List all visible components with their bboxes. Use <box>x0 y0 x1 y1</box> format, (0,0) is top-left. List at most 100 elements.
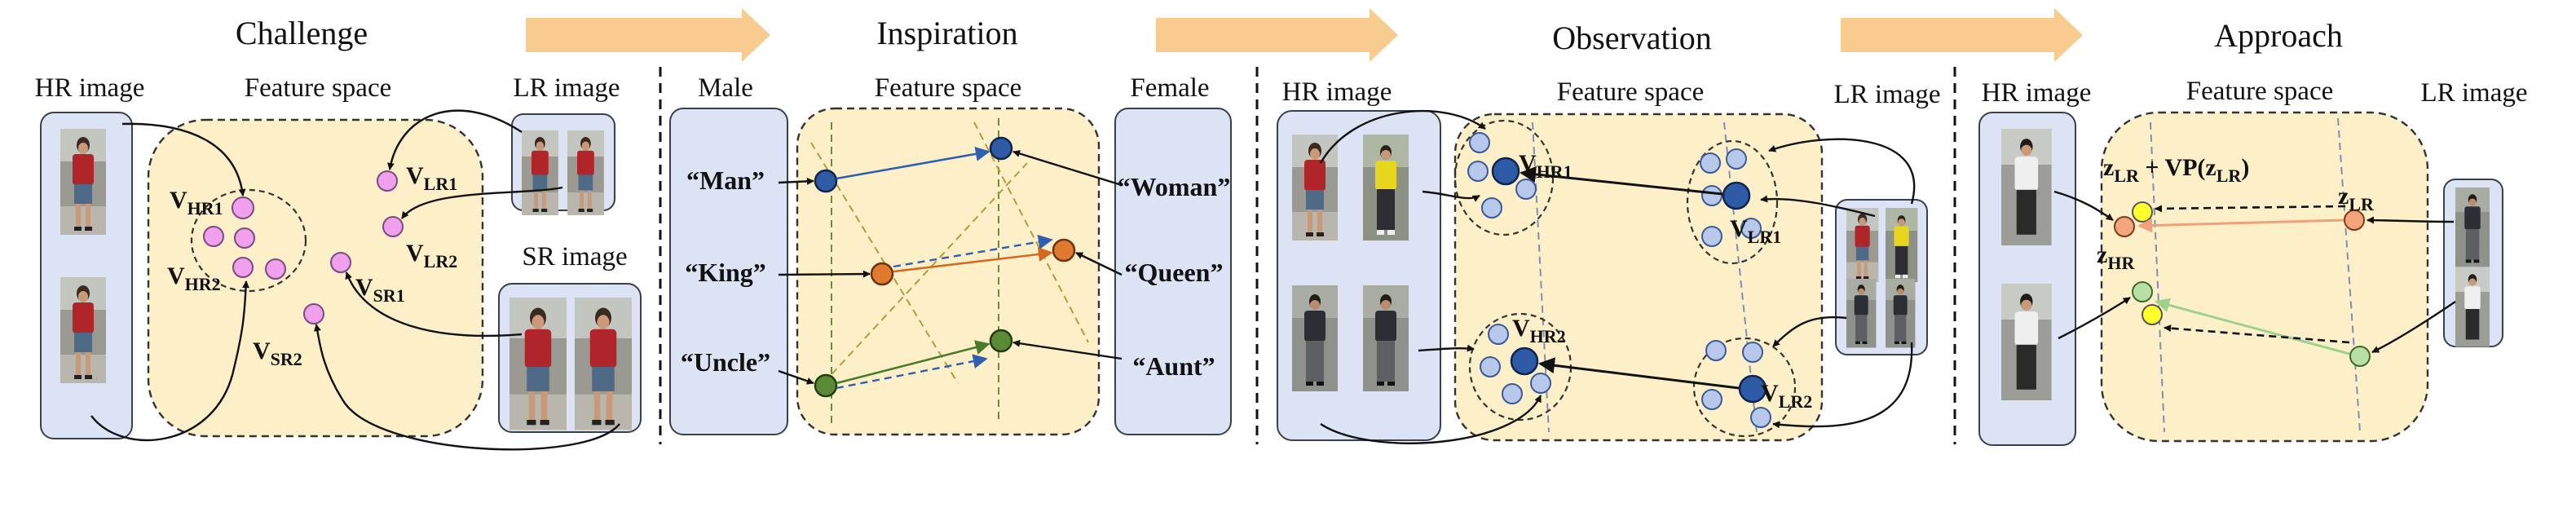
lr-person-photo <box>2455 188 2490 267</box>
challenge-feature-space <box>147 118 484 438</box>
male-label: Male <box>698 73 753 103</box>
light-point <box>1742 342 1763 363</box>
arrow-lr-photo-to-zlr-bottom <box>2371 301 2456 354</box>
cluster-lr1 <box>1686 139 1779 265</box>
label-obs-vhr2: VHR2 <box>1512 315 1566 346</box>
approach-space-label: Feature space <box>2186 77 2334 106</box>
point-vlr2 <box>1738 374 1767 404</box>
light-point <box>1481 197 1502 218</box>
arrow-lr-photo-to-lr2 <box>1772 316 1847 347</box>
challenge-hr-label: HR image <box>35 73 145 103</box>
pink-point <box>232 257 254 278</box>
vector-uncle-aunt <box>836 340 990 385</box>
arrow-lr2-to-hr2 <box>1538 357 1740 390</box>
cluster-hr1 <box>1453 119 1555 236</box>
light-point <box>1740 218 1762 239</box>
arrow-lr1-to-hr1 <box>1520 166 1723 196</box>
arrow-hr1 <box>121 122 246 196</box>
pink-point-sr1 <box>330 252 351 273</box>
vector-king-queen-dashed <box>893 234 1053 268</box>
pink-point <box>203 226 224 247</box>
stage-arrow-2 <box>1156 8 1398 62</box>
inspiration-title: Inspiration <box>876 15 1017 51</box>
word-queen: “Queen” <box>1125 258 1224 287</box>
light-point <box>1701 389 1722 410</box>
light-point <box>1726 148 1747 170</box>
observation-panel: Observation HR image Feature space LR im… <box>1277 20 1941 444</box>
lr-person-photo <box>1846 208 1879 282</box>
light-point <box>1530 373 1551 394</box>
point-king <box>870 262 894 286</box>
arrow-lr1 <box>386 109 523 170</box>
point-vhr2 <box>1510 346 1539 376</box>
light-point <box>1700 152 1721 174</box>
point-vhr1 <box>1491 157 1520 186</box>
vector-man-woman <box>836 146 990 180</box>
arrow-lr-photo-to-lr2b <box>1772 342 1913 429</box>
pink-point <box>232 196 254 219</box>
arrow-lr-photo-to-zlr-top <box>2366 216 2455 224</box>
arrow-uncle <box>778 369 814 385</box>
hr-person-photo <box>60 277 106 383</box>
arrow-hr-photo-to-hr2 <box>1418 344 1475 352</box>
light-point <box>1469 132 1490 153</box>
stage-arrow-3 <box>1841 8 2083 62</box>
arrow-hr-photo-to-hr1b <box>1422 190 1480 202</box>
challenge-sr-label: SR image <box>522 242 627 271</box>
word-woman: “Woman” <box>1118 172 1231 201</box>
guide-line <box>823 162 1028 384</box>
approach-panel: Approach HR image Feature space LR image… <box>1978 17 2528 446</box>
label-obs-vlr1: VLR1 <box>1730 215 1781 247</box>
approach-lr-label: LR image <box>2420 78 2527 108</box>
arrow-lr-photo-to-lr1b <box>1760 195 1876 218</box>
observation-lr-label: LR image <box>1833 80 1940 109</box>
hr-person-photo <box>1292 285 1338 391</box>
hr-person-photo <box>2001 129 2052 245</box>
observation-hr-label: HR image <box>1282 77 1392 107</box>
stage-arrows <box>526 8 2083 62</box>
inspiration-feature-space <box>796 107 1101 436</box>
arrow-hr-photo-to-hr2b <box>1320 395 1542 444</box>
female-label: Female <box>1130 73 1209 103</box>
approach-title: Approach <box>2214 17 2343 54</box>
challenge-panel: Challenge HR image Feature space LR imag… <box>35 15 642 451</box>
light-point <box>1515 179 1537 200</box>
light-point <box>1705 340 1727 361</box>
arrow-hr-photo-to-hr1 <box>1319 109 1486 164</box>
guide-line <box>2337 117 2361 433</box>
point-vp-bottom <box>2142 304 2163 325</box>
arrow-aunt <box>1012 339 1123 360</box>
label-vhr1: VHR1 <box>170 187 223 218</box>
point-vp-top <box>2132 201 2153 223</box>
light-point <box>1750 407 1771 428</box>
label-vlr2: VLR2 <box>406 240 457 271</box>
label-vsr1: VSR1 <box>355 274 405 306</box>
light-point <box>1488 324 1509 345</box>
label-zlr: zLR <box>2338 183 2375 214</box>
arrow-hr-photo-to-zhr-bottom <box>2058 296 2131 340</box>
light-point <box>1701 185 1722 206</box>
label-obs-vlr2: VLR2 <box>1761 380 1812 412</box>
arrow-sr1 <box>345 271 523 338</box>
point-uncle <box>814 373 838 398</box>
guide-line <box>973 121 1089 343</box>
label-vsr2: VSR2 <box>253 338 302 369</box>
hr-person-photo <box>1363 285 1409 391</box>
label-obs-vhr1: VHR1 <box>1519 150 1573 182</box>
vector-king-queen <box>893 246 1053 273</box>
hr-person-photo <box>1363 135 1409 241</box>
lr-person-photo <box>522 130 558 215</box>
lr-person-photo <box>567 130 604 215</box>
arrow-vp-top <box>2155 205 2346 213</box>
point-zhr-top <box>2114 216 2135 237</box>
inspiration-space-label: Feature space <box>875 73 1022 103</box>
observation-title: Observation <box>1552 20 1712 56</box>
hr-person-photo <box>1292 135 1338 241</box>
pink-point <box>265 258 286 280</box>
pink-point-lr1 <box>377 170 398 192</box>
arrow-vp-bottom <box>2164 324 2350 344</box>
label-vhr2: VHR2 <box>167 263 221 294</box>
hr-cluster <box>190 188 307 293</box>
word-man: “Man” <box>686 166 765 195</box>
word-king: “King” <box>685 258 766 287</box>
